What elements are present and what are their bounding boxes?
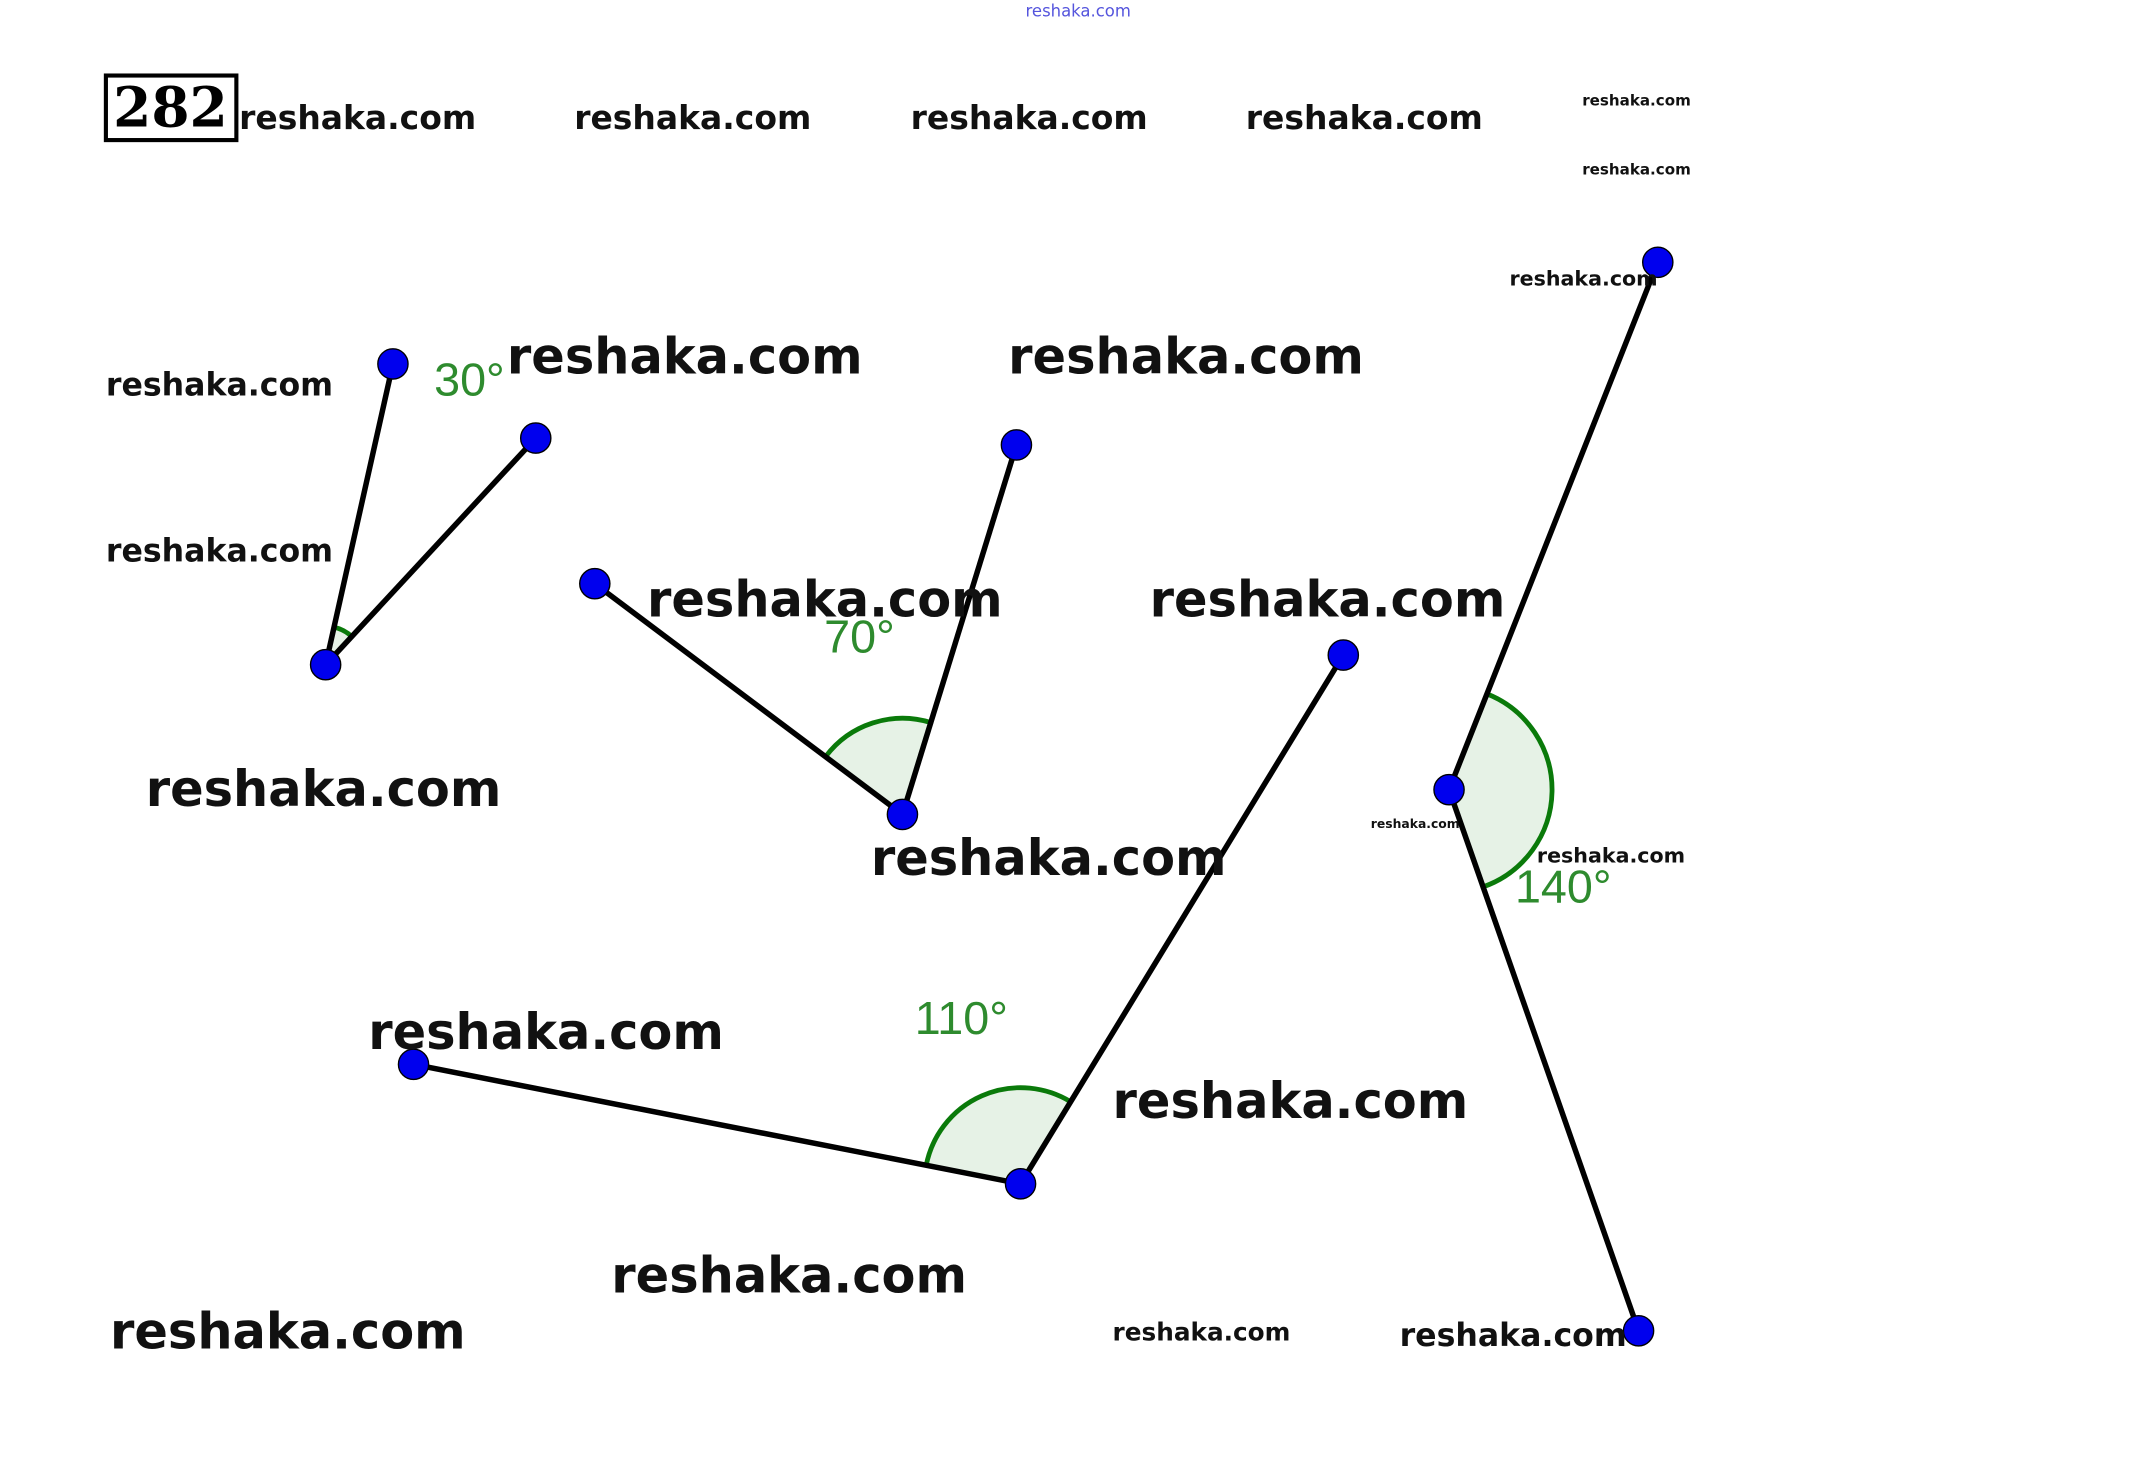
watermark: reshaka.com xyxy=(611,1246,967,1304)
ray-point xyxy=(519,422,552,454)
angle-label: 110° xyxy=(915,992,1008,1044)
top-watermark: reshaka.com xyxy=(1026,1,1131,20)
watermark: reshaka.com xyxy=(1008,328,1364,386)
ray-point xyxy=(1000,429,1033,461)
watermark: reshaka.com xyxy=(1113,1317,1291,1346)
watermark: reshaka.com xyxy=(1537,843,1685,867)
ray-point xyxy=(397,1048,430,1081)
watermark: reshaka.com xyxy=(507,328,863,386)
ray-point xyxy=(377,348,409,380)
watermark: reshaka.com xyxy=(110,1303,466,1361)
watermark: reshaka.com xyxy=(911,98,1148,137)
watermark: reshaka.com xyxy=(106,368,333,404)
angle-label: 30° xyxy=(434,354,505,406)
watermark: reshaka.com xyxy=(239,98,476,137)
watermark: reshaka.com xyxy=(871,829,1227,887)
ray xyxy=(899,444,1020,816)
watermark: reshaka.com xyxy=(1113,1072,1469,1130)
angle-sector xyxy=(825,718,931,815)
watermark: reshaka.com xyxy=(368,1003,724,1061)
ray xyxy=(1446,261,1661,791)
ray xyxy=(322,363,396,666)
ray xyxy=(593,581,905,817)
ray-point xyxy=(1622,1314,1655,1347)
watermark: reshaka.com xyxy=(1371,817,1460,831)
watermark: reshaka.com xyxy=(106,534,333,570)
ray-point xyxy=(579,567,611,600)
angle-sector xyxy=(1449,693,1553,887)
angle-arc xyxy=(923,1085,1072,1166)
angle-label: 140° xyxy=(1515,860,1612,912)
angle-label: 70° xyxy=(824,610,895,662)
watermark: reshaka.com xyxy=(1150,571,1506,629)
watermark: reshaka.com xyxy=(647,571,1003,629)
angle-arc xyxy=(823,715,932,759)
watermark: reshaka.com xyxy=(1509,267,1657,291)
problem-number-box xyxy=(103,73,239,143)
ray-point xyxy=(1327,639,1360,671)
watermark: reshaka.com xyxy=(1582,92,1691,110)
ray xyxy=(323,436,538,667)
ray xyxy=(1018,653,1346,1186)
watermark: reshaka.com xyxy=(574,98,811,137)
angle-arc xyxy=(1482,691,1555,890)
watermark: reshaka.com xyxy=(1400,1318,1627,1354)
vertex-point xyxy=(1004,1168,1037,1200)
watermarks: reshaka.com reshaka.com reshaka.com resh… xyxy=(106,92,1691,1361)
vertex-point xyxy=(886,798,919,831)
vertex-point xyxy=(1433,773,1465,806)
ray-point xyxy=(1641,246,1674,279)
ray xyxy=(1446,788,1642,1332)
watermark: reshaka.com xyxy=(1582,160,1691,178)
angle-drawings: 30° 70° 110° 140° xyxy=(309,246,1674,1347)
watermark: reshaka.com xyxy=(1246,98,1483,137)
problem-number: 282 xyxy=(113,74,228,139)
vertex-point xyxy=(309,648,342,681)
watermark: reshaka.com xyxy=(146,760,502,818)
ray xyxy=(412,1061,1022,1187)
